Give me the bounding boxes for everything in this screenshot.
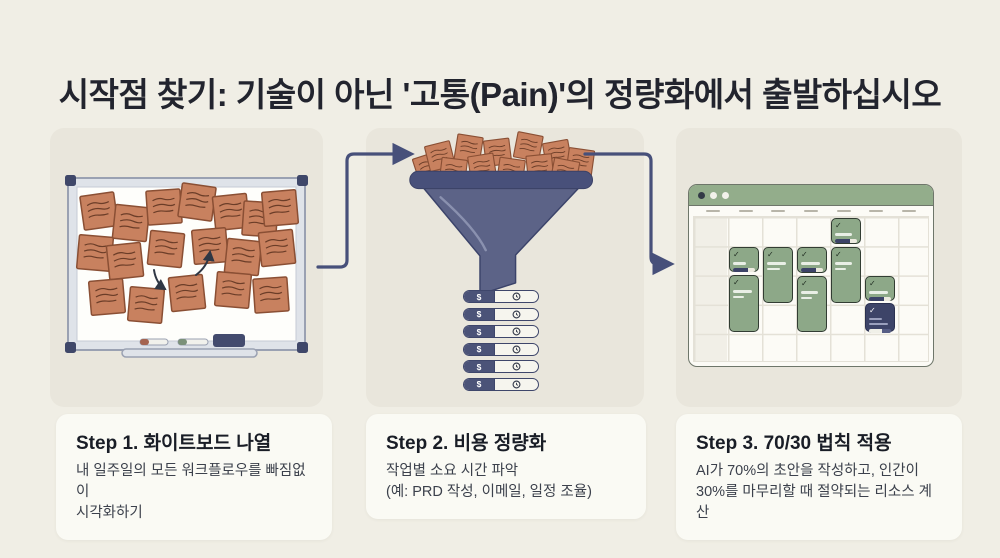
marker-red (139, 338, 169, 346)
dollar-icon: $ (464, 326, 495, 337)
progress-bar (835, 239, 857, 243)
calendar-column-headers (689, 206, 933, 216)
cost-row: $ (463, 325, 539, 338)
cost-row: $ (463, 342, 539, 356)
task-card: ✓ (797, 276, 827, 332)
board-arrows (153, 250, 215, 291)
step2-heading: Step 2. 비용 정량화 (386, 433, 547, 454)
task-card: ✓ (865, 276, 895, 301)
cost-row: $ (463, 360, 539, 373)
task-card: ✓ (763, 247, 793, 303)
task-card: ✓ (797, 247, 827, 273)
dollar-icon: $ (464, 361, 495, 372)
step3-caption-card: Step 3. 70/30 법칙 적용 AI가 70%의 초안을 작성하고, 인… (676, 414, 962, 541)
step2-caption-card: Step 2. 비용 정량화 작업별 소요 시간 파악 (예: PRD 작성, … (366, 414, 646, 520)
clock-icon (495, 344, 538, 355)
check-icon: ✓ (801, 250, 808, 259)
progress-bar (869, 328, 891, 333)
step1-heading: Step 1. 화이트보드 나열 (76, 433, 272, 454)
check-icon: ✓ (801, 279, 808, 288)
cost-row: $ (463, 307, 539, 321)
task-card: ✓ (729, 275, 759, 332)
cost-row: $ (463, 377, 539, 391)
funnel-illustration (409, 131, 596, 296)
whiteboard-tray (121, 334, 258, 358)
step1-body: 내 일주일의 모든 워크플로우를 빠짐없이 시각화하기 (76, 463, 306, 522)
page-title: 시작점 찾기: 기술이 아닌 '고통(Pain)'의 정량화에서 출발하십시오 (58, 76, 942, 114)
step1-illustration-panel (50, 128, 323, 407)
task-card: ✓ (729, 247, 759, 272)
step3-heading: Step 3. 70/30 법칙 적용 (696, 433, 892, 454)
check-icon: ✓ (835, 250, 842, 259)
browser-header (689, 185, 933, 206)
step2-body: 작업별 소요 시간 파악 (예: PRD 작성, 이메일, 일정 조율) (386, 463, 592, 501)
cost-time-rows: $ $ $ $ (463, 290, 539, 395)
check-icon: ✓ (767, 250, 774, 259)
dollar-icon: $ (464, 291, 495, 302)
dollar-icon: $ (464, 308, 495, 320)
marker-green (177, 338, 209, 346)
check-icon: ✓ (733, 250, 740, 259)
check-icon: ✓ (869, 279, 876, 288)
clock-icon (495, 379, 538, 390)
step2-illustration-panel: $ $ $ $ (366, 128, 644, 407)
dollar-icon: $ (464, 343, 495, 355)
step3-body: AI가 70%의 초안을 작성하고, 인간이 30%를 마무리할 때 절약되는 … (696, 463, 932, 522)
task-card: ✓ (831, 218, 861, 244)
browser-window: ✓ ✓ ✓ ✓ ✓ (688, 184, 934, 367)
window-dot-icon (710, 191, 717, 199)
cost-row: $ (463, 290, 539, 303)
window-dot-icon (698, 191, 705, 199)
whiteboard-illustration (65, 175, 308, 358)
step1-caption-card: Step 1. 화이트보드 나열 내 일주일의 모든 워크플로우를 빠짐없이 시… (56, 414, 332, 541)
funnel-icon (409, 170, 594, 296)
check-icon: ✓ (835, 221, 842, 230)
clock-icon (495, 326, 538, 337)
task-card: ✓ (831, 247, 861, 303)
dollar-icon: $ (464, 378, 495, 390)
progress-bar (733, 268, 755, 272)
progress-bar (869, 297, 891, 301)
eraser (213, 334, 245, 347)
task-card-highlight: ✓ (865, 303, 895, 333)
step3-illustration-panel: ✓ ✓ ✓ ✓ ✓ (676, 128, 962, 407)
progress-bar (801, 268, 823, 272)
clock-icon (495, 291, 538, 302)
clock-icon (495, 309, 538, 320)
window-dot-icon (722, 191, 729, 199)
clock-icon (495, 361, 538, 372)
check-icon: ✓ (869, 306, 876, 315)
check-icon: ✓ (733, 278, 740, 287)
